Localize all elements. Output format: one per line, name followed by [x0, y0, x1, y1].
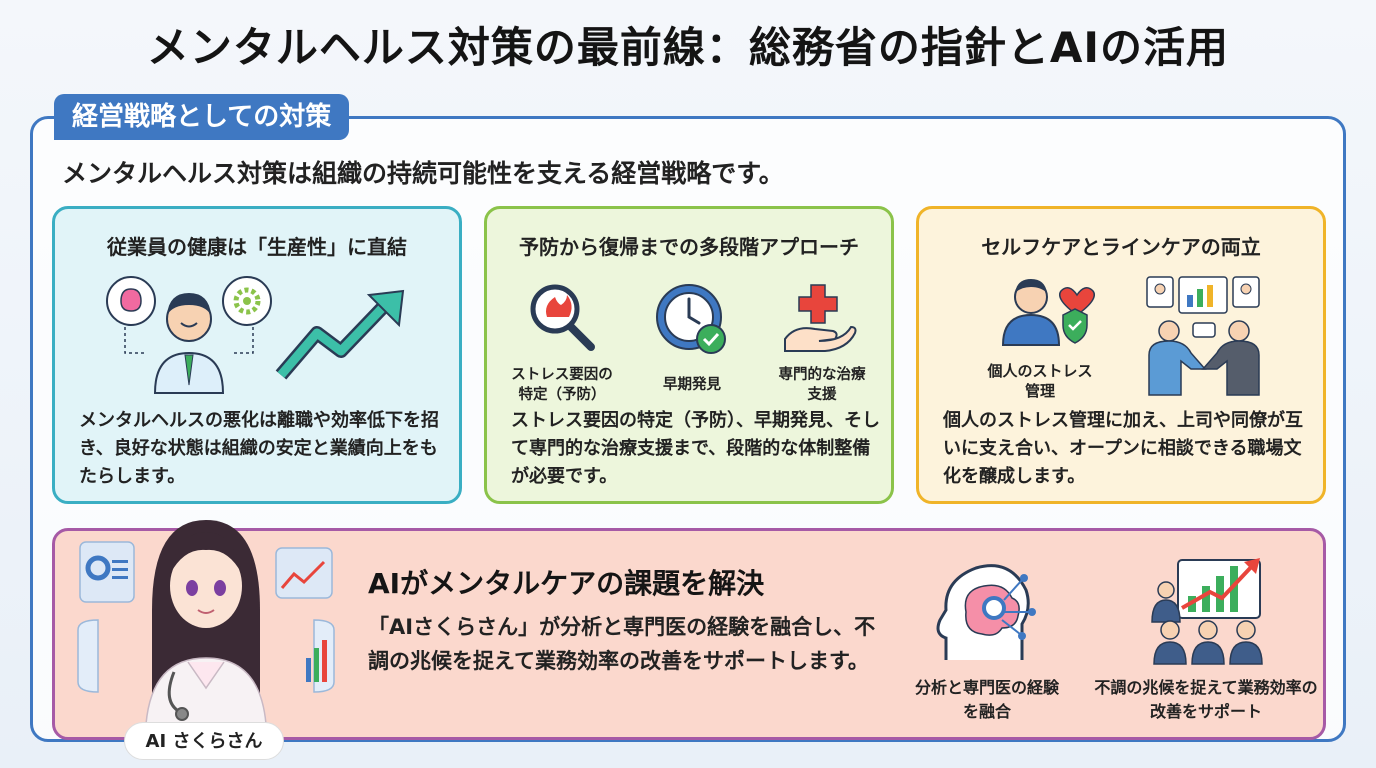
icon-label-personal-stress: 個人のストレス管理: [987, 362, 1093, 400]
ai-body: 「AIさくらさん」が分析と専門医の経験を融合し、不調の兆候を捉えて業務効率の改善…: [368, 615, 876, 673]
ai-icon-label-improvement: 不調の兆候を捉えて業務効率の改善をサポート: [1094, 678, 1318, 721]
ai-solution-panel: [52, 528, 1326, 740]
handshake-meeting-icon: [1146, 276, 1260, 396]
card-body: メンタルヘルスの悪化は離職や効率低下を招き、良好な状態は組織の安定と業績向上をも…: [79, 410, 439, 487]
clock-check-icon: [656, 284, 726, 354]
icon-label-early-detection: 早期発見: [663, 377, 721, 393]
card-body: ストレス要因の特定（予防）、早期発見、そして専門的な治療支援まで、段階的な体制整…: [511, 410, 880, 487]
card-title: 予防から復帰までの多段階アプローチ: [519, 235, 859, 259]
team-growth-chart-icon: [1151, 558, 1263, 665]
magnifier-stress-icon: [530, 284, 595, 351]
ai-icon-label-analysis: 分析と専門医の経験を融合: [914, 678, 1059, 721]
person-heart-shield-icon: [1001, 279, 1095, 346]
ai-sakura-avatar-icon: [77, 520, 335, 725]
lead-text: メンタルヘルス対策は組織の持続可能性を支える経営戦略です。: [62, 159, 784, 188]
card-title: セルフケアとラインケアの両立: [981, 235, 1261, 259]
card-selfcare-linecare: セルフケアとラインケアの両立 個人のストレス管理 個人のストレス管理に加え、上司…: [916, 206, 1326, 504]
ai-heading: AIがメンタルケアの課題を解決: [368, 567, 765, 600]
brain-analysis-icon: [936, 564, 1036, 660]
hand-medical-cross-icon: [784, 284, 857, 352]
card-title: 従業員の健康は「生産性」に直結: [107, 235, 407, 259]
section-tab: 経営戦略としての対策: [54, 94, 350, 140]
card-multistage-approach: 予防から復帰までの多段階アプローチ ストレス要因の特定（予防） 早期発見 専門的…: [484, 206, 894, 504]
growth-arrow-icon: [275, 289, 405, 380]
card-body: 個人のストレス管理に加え、上司や同僚が互いに支え合い、オープンに相談できる職場文…: [943, 410, 1303, 487]
page-title: メンタルヘルス対策の最前線：総務省の指針とAIの活用: [146, 23, 1230, 72]
icon-label-stress-cause: ストレス要因の特定（予防）: [511, 367, 613, 403]
ai-name-badge: AI さくらさん: [124, 722, 284, 760]
employee-brain-gear-icon: [106, 276, 272, 394]
icon-label-treatment-support: 専門的な治療支援: [778, 367, 866, 403]
card-productivity: 従業員の健康は「生産性」に直結 メンタルヘルスの悪化は離職や効率低下を招き、良好…: [52, 206, 462, 504]
